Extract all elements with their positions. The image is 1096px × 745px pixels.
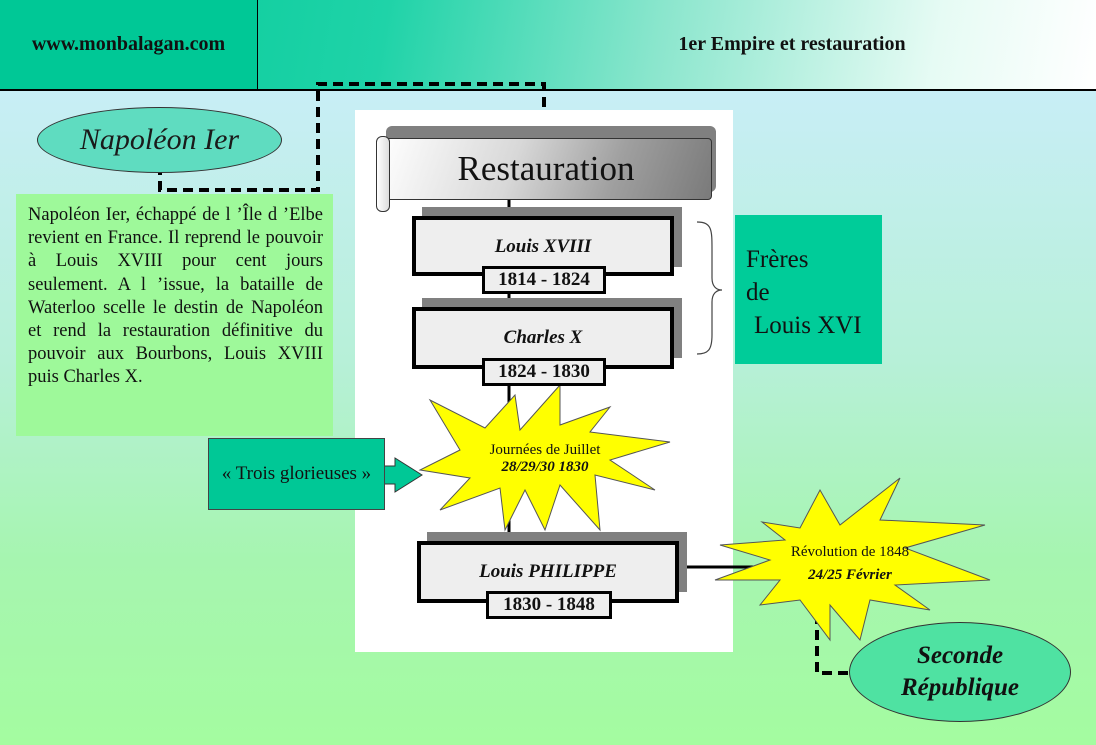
republic-line: République (900, 674, 1020, 701)
revolution-1848-starburst (714, 477, 991, 642)
restauration-banner: Restauration (380, 138, 712, 200)
napoleon-description: Napoléon Ier, échappé de l ’Île d ’Elbe … (16, 194, 333, 436)
reign-name: Louis XVIII (494, 236, 592, 257)
reign-years: 1814 - 1824 (482, 266, 606, 294)
reign-years: 1824 - 1830 (482, 358, 606, 386)
banner-label: Restauration (457, 149, 635, 188)
revolution-title: Révolution de 1848 (790, 544, 910, 560)
napoleon-ellipse: Napoléon Ier (37, 107, 282, 173)
july-days-dates: 28/29/30 1830 (501, 459, 589, 475)
dashed-connector-napoleon (158, 82, 546, 192)
july-days-title: Journées de Juillet (489, 442, 601, 458)
brothers-line: Louis XVI (754, 312, 862, 339)
brothers-line: Frères (746, 246, 809, 273)
trois-glorieuses-arrow (383, 457, 423, 493)
second-republic-ellipse: Seconde République (849, 622, 1071, 722)
brothers-line: de (746, 279, 770, 306)
brothers-note: Frères de Louis XVI (735, 215, 882, 364)
reign-name: Charles X (503, 327, 583, 348)
brace-icon (696, 221, 723, 355)
revolution-1848-text: Révolution de 1848 24/25 Février (770, 544, 930, 584)
trois-glorieuses-label: « Trois glorieuses » (221, 463, 372, 484)
revolution-dates: 24/25 Février (808, 567, 892, 583)
july-days-text: Journées de Juillet 28/29/30 1830 (460, 442, 630, 476)
july-days-starburst (418, 383, 671, 532)
trois-glorieuses-box: « Trois glorieuses » (208, 438, 385, 510)
reign-years: 1830 - 1848 (486, 591, 612, 619)
republic-line: Seconde (916, 642, 1004, 669)
napoleon-label: Napoléon Ier (79, 123, 240, 156)
reign-name: Louis PHILIPPE (479, 561, 617, 582)
site-url[interactable]: www.monbalagan.com (0, 0, 258, 89)
scroll-roll-icon (376, 136, 390, 212)
header-bar: www.monbalagan.com 1er Empire et restaur… (0, 0, 1096, 91)
page-title: 1er Empire et restauration (678, 33, 906, 55)
